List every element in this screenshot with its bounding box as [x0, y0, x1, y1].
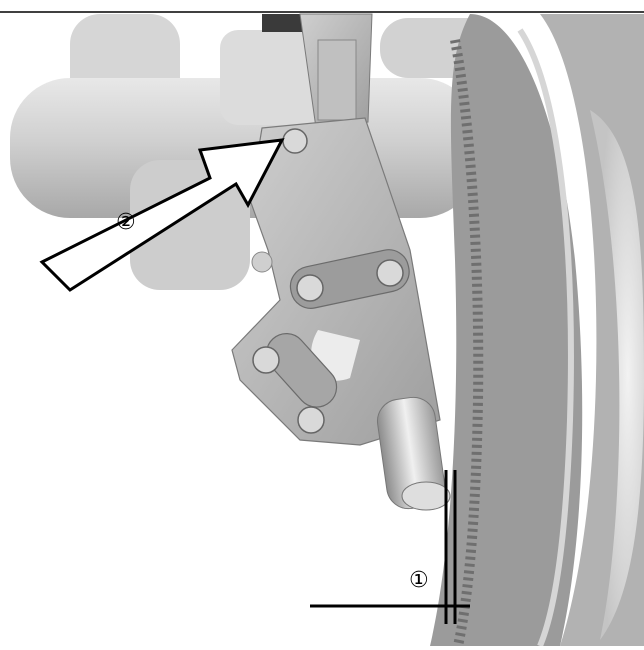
bolts: [251, 128, 404, 434]
callout-1-label: ①: [409, 568, 429, 593]
callout-2-label: ②: [116, 210, 136, 235]
measurement-lines: [310, 470, 470, 624]
bolt-link-right: [376, 259, 404, 287]
bolt-lower-left: [252, 346, 280, 374]
bolt-lower-bottom: [297, 406, 325, 434]
wheel: [430, 14, 644, 648]
brake-pin: [376, 396, 451, 511]
bolt-top: [282, 128, 308, 154]
callout-arrow-2: [39, 138, 285, 292]
brake-lever: [262, 13, 373, 129]
bolt-link-left: [296, 274, 324, 302]
